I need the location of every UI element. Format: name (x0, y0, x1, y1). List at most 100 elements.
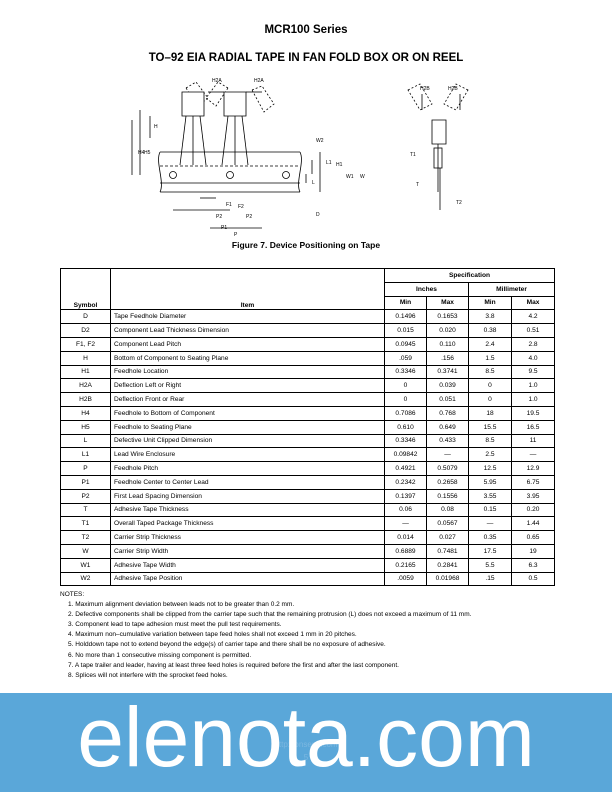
cell-mm-max: 6.3 (510, 557, 556, 573)
note-item: 4. Maximum non–cumulative variation betw… (68, 631, 357, 639)
cell-mm-min: 0.38 (468, 323, 512, 338)
cell-in-min: 0.3346 (384, 433, 427, 449)
cell-in-max: 0.01968 (426, 571, 469, 587)
cell-in-max: 0.768 (426, 405, 469, 421)
deflected-component-left (185, 81, 275, 113)
label-w2: W2 (316, 138, 324, 144)
page-number: 5 (303, 753, 309, 762)
tape-diagram: H2A H2A H2B H2B H H4 H5 W2 L1 H1 L W1 W … (131, 78, 469, 238)
cell-mm-max: 1.0 (510, 392, 556, 407)
cell-mm-min: 0.15 (468, 502, 512, 518)
cell-in-max: .156 (426, 350, 469, 366)
note-item: 2. Defective components shall be clipped… (68, 611, 472, 619)
label-t2: T2 (456, 200, 462, 206)
cell-symbol: W2 (60, 571, 111, 587)
cell-in-min: 0.7086 (384, 405, 427, 421)
cell-mm-min: 3.55 (468, 488, 512, 504)
label-l: L (312, 180, 315, 186)
cell-mm-max: 0.5 (510, 571, 556, 587)
cell-in-min: 0.09842 (384, 447, 427, 463)
note-item: 8. Splices will not interfere with the s… (68, 671, 228, 679)
header-in-min: Min (384, 295, 427, 311)
header-item: Item (110, 267, 385, 311)
cell-item: Adhesive Tape Width (110, 557, 385, 573)
cell-in-min: 0.2165 (384, 557, 427, 573)
cell-mm-max: — (510, 447, 556, 463)
cell-in-min: 0.2342 (384, 474, 427, 490)
cell-item: Adhesive Tape Thickness (110, 502, 385, 518)
cell-mm-min: — (468, 516, 512, 532)
footer-url[interactable]: http://onsemi.com (274, 740, 338, 749)
header-mm-max: Max (510, 295, 556, 311)
cell-mm-max: 3.95 (510, 488, 556, 504)
cell-symbol: T1 (60, 516, 111, 532)
cell-in-min: 0.0945 (384, 336, 427, 352)
cell-mm-min: 1.5 (468, 350, 512, 366)
label-p2-b: P2 (246, 214, 252, 220)
cell-in-min: 0.06 (384, 502, 427, 518)
cell-in-max: 0.5079 (426, 461, 469, 476)
cell-in-max: 0.7481 (426, 543, 469, 559)
cell-in-max: 0.2658 (426, 474, 469, 490)
cell-mm-min: 0.35 (468, 530, 512, 545)
cell-in-max: 0.1556 (426, 488, 469, 504)
side-view (407, 83, 469, 210)
label-h2b-2: H2B (448, 86, 458, 92)
cell-mm-min: 2.4 (468, 336, 512, 352)
cell-mm-max: 0.51 (510, 323, 556, 338)
label-p2-a: P2 (216, 214, 222, 220)
component-body-1 (181, 91, 205, 117)
cell-in-min: .0059 (384, 571, 427, 587)
watermark-text: elenota.com (77, 690, 535, 784)
cell-mm-max: 19.5 (510, 405, 556, 421)
cell-symbol: H1 (60, 364, 111, 380)
series-title: MCR100 Series (264, 24, 348, 36)
label-h2a-1: H2A (212, 78, 222, 84)
label-p1: P1 (221, 225, 227, 231)
notes: NOTES: 1. Maximum alignment deviation be… (60, 590, 560, 681)
cell-mm-min: 3.8 (468, 309, 512, 325)
cell-mm-max: 9.5 (510, 364, 556, 380)
cell-in-min: 0.3346 (384, 364, 427, 380)
cell-item: Feedhole Center to Center Lead (110, 474, 385, 490)
component-body-2 (223, 91, 247, 117)
cell-in-min: 0.015 (384, 323, 427, 338)
cell-symbol: F1, F2 (60, 336, 111, 352)
cell-in-min: 0.1397 (384, 488, 427, 504)
cell-symbol: H2A (60, 378, 111, 394)
cell-item: Bottom of Component to Seating Plane (110, 350, 385, 366)
cell-mm-min: 18 (468, 405, 512, 421)
cell-mm-max: 4.0 (510, 350, 556, 366)
label-w1: W1 (346, 174, 354, 180)
cell-in-max: 0.051 (426, 392, 469, 407)
cell-in-max: 0.0567 (426, 516, 469, 532)
cell-in-max: 0.08 (426, 502, 469, 518)
cell-mm-max: 11 (510, 433, 556, 449)
label-h: H (154, 124, 158, 130)
cell-in-max: 0.433 (426, 433, 469, 449)
cell-symbol: W (60, 543, 111, 559)
cell-in-max: 0.020 (426, 323, 469, 338)
header-millimeter: Millimeter (467, 281, 556, 297)
cell-mm-min: .15 (468, 571, 512, 587)
cell-in-min: .059 (384, 350, 427, 366)
component-leads (179, 115, 249, 166)
cell-in-min: 0 (384, 392, 427, 407)
cell-symbol: H2B (60, 392, 111, 407)
cell-mm-max: 16.5 (510, 419, 556, 435)
label-h4: H4 (138, 150, 145, 156)
cell-mm-max: 1.44 (510, 516, 556, 532)
